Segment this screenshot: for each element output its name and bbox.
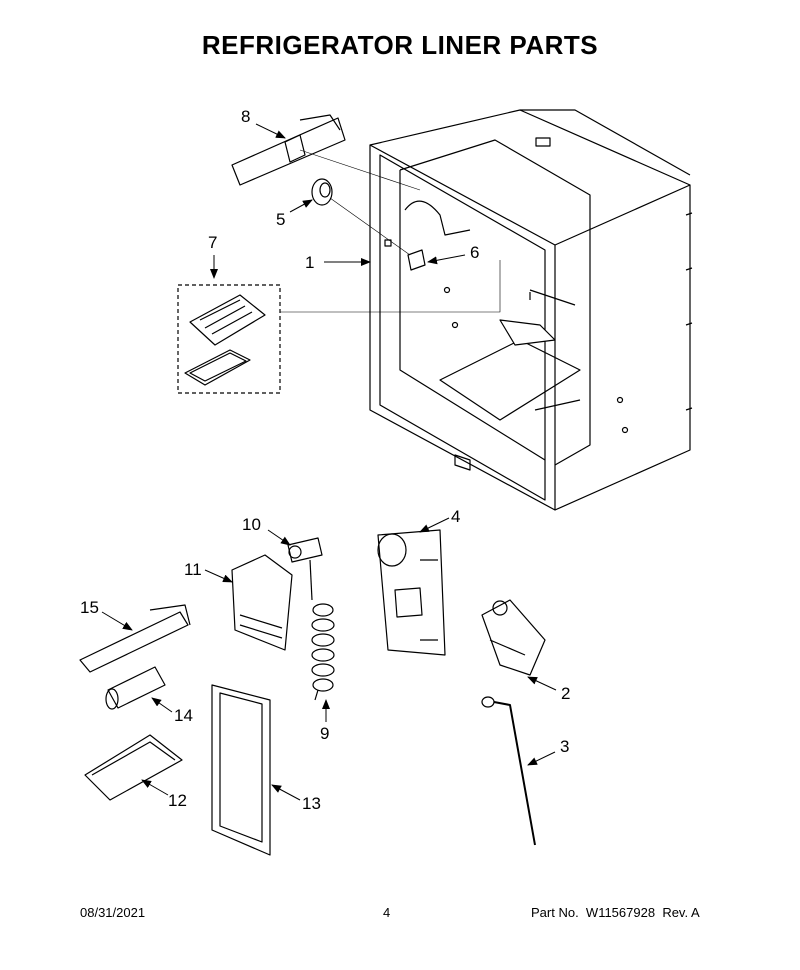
liner-part-1 bbox=[369, 109, 693, 511]
part-12 bbox=[84, 734, 183, 801]
part-10 bbox=[287, 537, 323, 563]
part-6 bbox=[407, 249, 426, 271]
callout-4: 4 bbox=[451, 507, 460, 526]
page-title: REFRIGERATOR LINER PARTS bbox=[201, 30, 599, 60]
part-9 bbox=[309, 559, 335, 701]
part-8 bbox=[231, 114, 346, 186]
callout-14: 14 bbox=[174, 706, 193, 725]
part-14 bbox=[105, 666, 166, 710]
part-3 bbox=[481, 696, 536, 846]
callout-3: 3 bbox=[560, 737, 569, 756]
callout-2: 2 bbox=[561, 684, 570, 703]
footer-page-number: 4 bbox=[383, 905, 391, 920]
callout-6: 6 bbox=[470, 243, 479, 262]
callout-8: 8 bbox=[241, 107, 250, 126]
callout-12: 12 bbox=[168, 791, 187, 810]
part-2 bbox=[481, 599, 546, 676]
footer-part-label: Part No. bbox=[531, 905, 579, 920]
callout-5: 5 bbox=[276, 210, 285, 229]
part-7 bbox=[177, 284, 281, 394]
footer-part-number: W11567928 bbox=[585, 905, 656, 920]
footer-date: 08/31/2021 bbox=[80, 905, 146, 920]
footer-rev: Rev. A bbox=[662, 905, 700, 920]
part-11 bbox=[231, 554, 293, 651]
part-4 bbox=[377, 529, 446, 656]
part-5 bbox=[311, 178, 333, 206]
callout-9: 9 bbox=[320, 724, 329, 743]
part-13 bbox=[211, 684, 271, 856]
callout-13: 13 bbox=[302, 794, 321, 813]
callout-10: 10 bbox=[242, 515, 261, 534]
callout-11: 11 bbox=[184, 560, 202, 579]
part-15 bbox=[79, 604, 191, 673]
callout-7: 7 bbox=[208, 233, 217, 252]
footer-part-info: Part No. W11567928 Rev. A bbox=[531, 905, 700, 920]
callout-15: 15 bbox=[80, 598, 99, 617]
callout-1: 1 bbox=[305, 253, 314, 272]
